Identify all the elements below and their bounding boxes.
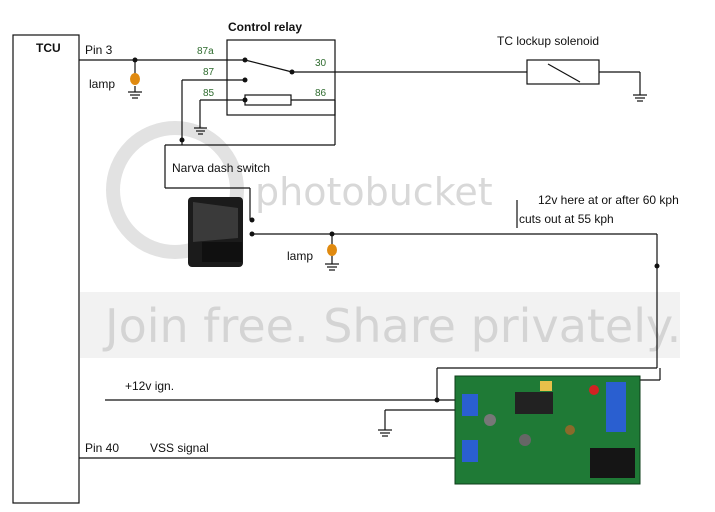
watermark-banner xyxy=(80,292,680,358)
tcu-box xyxy=(12,34,80,504)
relay-coil xyxy=(244,94,292,106)
note-cutout-label: cuts out at 55 kph xyxy=(519,212,614,226)
relay-box xyxy=(226,39,336,116)
narva-switch-label: Narva dash switch xyxy=(172,161,270,175)
watermark-brand: photobucket xyxy=(255,170,493,214)
pin40-label: Pin 40 xyxy=(85,441,119,455)
pin-87a-label: 87a xyxy=(197,46,214,57)
note-12v-label: 12v here at or after 60 kph xyxy=(538,193,679,207)
rocker-switch-icon xyxy=(188,197,243,267)
relay-switch-arm xyxy=(244,59,293,73)
lamp-icon-2 xyxy=(327,244,337,256)
wires xyxy=(12,34,661,504)
watermark-logo xyxy=(106,121,244,259)
pin-85-label: 85 xyxy=(203,88,215,99)
lamp-icon-1 xyxy=(130,73,140,85)
lamp2-label: lamp xyxy=(287,249,313,263)
lamp1-label: lamp xyxy=(89,77,115,91)
vss-label: VSS signal xyxy=(150,441,209,455)
pin-86-label: 86 xyxy=(315,88,327,99)
junctions xyxy=(132,57,660,403)
pin3-label: Pin 3 xyxy=(85,43,113,57)
control-relay-label: Control relay xyxy=(228,20,302,34)
ign-label: +12v ign. xyxy=(125,379,174,393)
watermark: photobucket Join free. Share privately. xyxy=(80,121,681,358)
tcu-label: TCU xyxy=(36,41,61,55)
watermark-slogan: Join free. Share privately. xyxy=(102,299,681,353)
pin-87-label: 87 xyxy=(203,67,215,78)
pcb-board-icon xyxy=(454,375,641,485)
tc-solenoid-label: TC lockup solenoid xyxy=(497,34,599,48)
pin-30-label: 30 xyxy=(315,58,327,69)
